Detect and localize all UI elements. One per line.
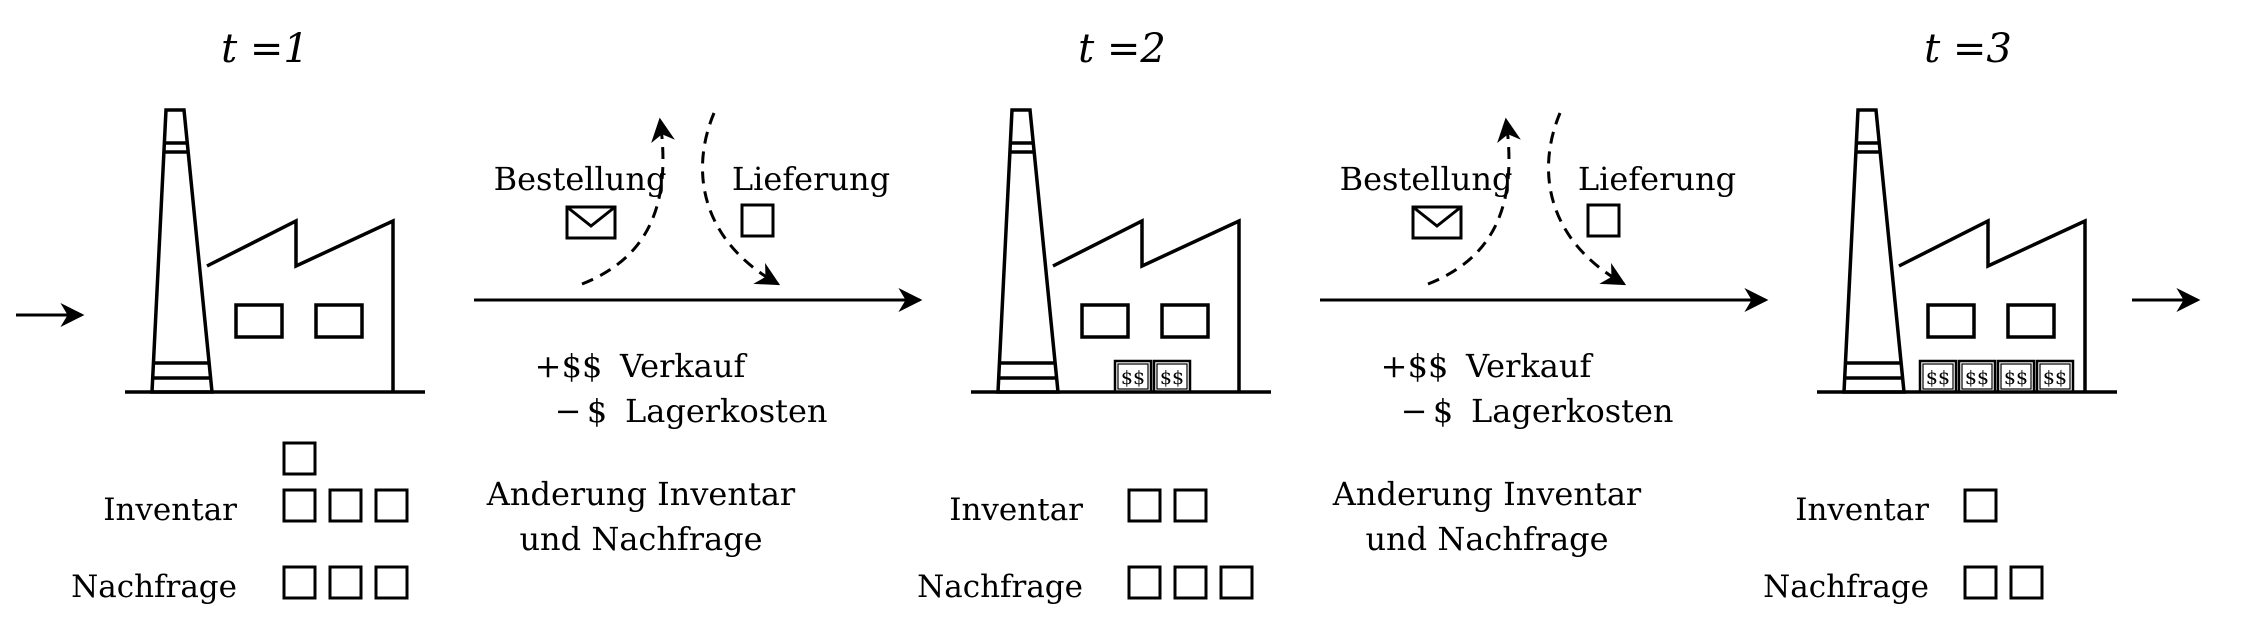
box-icon bbox=[1173, 565, 1208, 600]
inventory-boxes bbox=[282, 441, 409, 523]
change-line-1: Anderung Inventar bbox=[1332, 475, 1642, 513]
money-box-inner bbox=[2000, 363, 2032, 390]
change-line-2: und Nachfrage bbox=[1365, 520, 1608, 558]
envelope-icon bbox=[565, 205, 617, 240]
box-icon bbox=[374, 565, 409, 600]
change-line-2: und Nachfrage bbox=[519, 520, 762, 558]
order-arrow bbox=[581, 117, 675, 286]
box-icon bbox=[1963, 488, 1998, 523]
money-box-icon bbox=[2035, 359, 2075, 394]
period-1: t =1 Inventar Nachfrage bbox=[71, 26, 425, 605]
box-icon bbox=[2009, 565, 2044, 600]
sale-amount: $$ bbox=[562, 347, 603, 385]
transition-2: Bestellung Lieferung + $$ Verkauf − $ La… bbox=[1320, 112, 1769, 558]
box-icon bbox=[374, 488, 409, 523]
inventory-label: Inventar bbox=[103, 492, 237, 528]
cost-amount: $ bbox=[1433, 392, 1453, 430]
money-box-icon bbox=[1152, 359, 1192, 394]
order-label: Bestellung bbox=[494, 160, 667, 198]
demand-label: Nachfrage bbox=[71, 569, 237, 605]
order-label: Bestellung bbox=[1340, 160, 1513, 198]
demand-label: Nachfrage bbox=[917, 569, 1083, 605]
money-box-inner bbox=[2039, 363, 2071, 390]
money-box-icon bbox=[1113, 359, 1153, 394]
order-arrow bbox=[1427, 117, 1521, 286]
money-box-icon bbox=[1918, 359, 1958, 394]
package-icon bbox=[740, 203, 775, 238]
money-label: $$ bbox=[1926, 367, 1950, 389]
factory-icon bbox=[1817, 108, 2117, 394]
box-icon bbox=[1127, 565, 1162, 600]
box-icon bbox=[328, 565, 363, 600]
demand-boxes bbox=[282, 565, 409, 600]
sale-label: Verkauf bbox=[1465, 347, 1593, 385]
factory-icon bbox=[971, 108, 1271, 394]
box-icon bbox=[1173, 488, 1208, 523]
sale-sign: + bbox=[1381, 347, 1408, 385]
period-2: t =2 $$ $$ Inventar Nachfrage bbox=[917, 26, 1271, 605]
money-label: $$ bbox=[1965, 367, 1989, 389]
cost-label: Lagerkosten bbox=[1471, 392, 1674, 430]
money-box-inner bbox=[1961, 363, 1993, 390]
money-stack: $$ $$ bbox=[1113, 359, 1192, 394]
period-3-label: t =3 bbox=[1924, 26, 2012, 72]
transition-1: Bestellung Lieferung + $$ Verkauf − $ La… bbox=[474, 112, 923, 558]
delivery-label: Lieferung bbox=[732, 160, 890, 198]
money-label: $$ bbox=[1160, 367, 1184, 389]
period-1-label: t =1 bbox=[221, 26, 309, 72]
cost-sign: − bbox=[1401, 392, 1428, 430]
box-icon bbox=[1963, 565, 1998, 600]
inventory-label: Inventar bbox=[1795, 492, 1929, 528]
money-box-inner bbox=[1156, 363, 1188, 390]
change-line-1: Anderung Inventar bbox=[486, 475, 796, 513]
inventory-boxes bbox=[1127, 488, 1208, 523]
sale-amount: $$ bbox=[1408, 347, 1449, 385]
money-box-icon bbox=[1957, 359, 1997, 394]
box-icon bbox=[328, 488, 363, 523]
money-box-inner bbox=[1922, 363, 1954, 390]
cost-label: Lagerkosten bbox=[625, 392, 828, 430]
demand-boxes bbox=[1127, 565, 1254, 600]
box-icon bbox=[282, 441, 317, 476]
factory-icon bbox=[125, 108, 425, 394]
sale-label: Verkauf bbox=[619, 347, 747, 385]
delivery-arrow bbox=[701, 112, 781, 286]
cost-amount: $ bbox=[587, 392, 607, 430]
package-icon bbox=[1586, 203, 1621, 238]
period-3: t =3 $$ $$ $$ $$ Inventar Nachfrage bbox=[1763, 26, 2117, 605]
box-icon bbox=[1127, 488, 1162, 523]
box-icon bbox=[282, 565, 317, 600]
money-stack: $$ $$ $$ $$ bbox=[1918, 359, 2075, 394]
sale-sign: + bbox=[535, 347, 562, 385]
cost-sign: − bbox=[555, 392, 582, 430]
box-icon bbox=[1219, 565, 1254, 600]
box-icon bbox=[282, 488, 317, 523]
money-box-inner bbox=[1117, 363, 1149, 390]
delivery-arrow bbox=[1547, 112, 1627, 286]
money-label: $$ bbox=[1121, 367, 1145, 389]
period-2-label: t =2 bbox=[1078, 26, 1166, 72]
inventory-label: Inventar bbox=[949, 492, 1083, 528]
inventory-boxes bbox=[1963, 488, 1998, 523]
money-box-icon bbox=[1996, 359, 2036, 394]
money-label: $$ bbox=[2004, 367, 2028, 389]
demand-boxes bbox=[1963, 565, 2044, 600]
envelope-icon bbox=[1411, 205, 1463, 240]
delivery-label: Lieferung bbox=[1578, 160, 1736, 198]
demand-label: Nachfrage bbox=[1763, 569, 1929, 605]
money-label: $$ bbox=[2043, 367, 2067, 389]
